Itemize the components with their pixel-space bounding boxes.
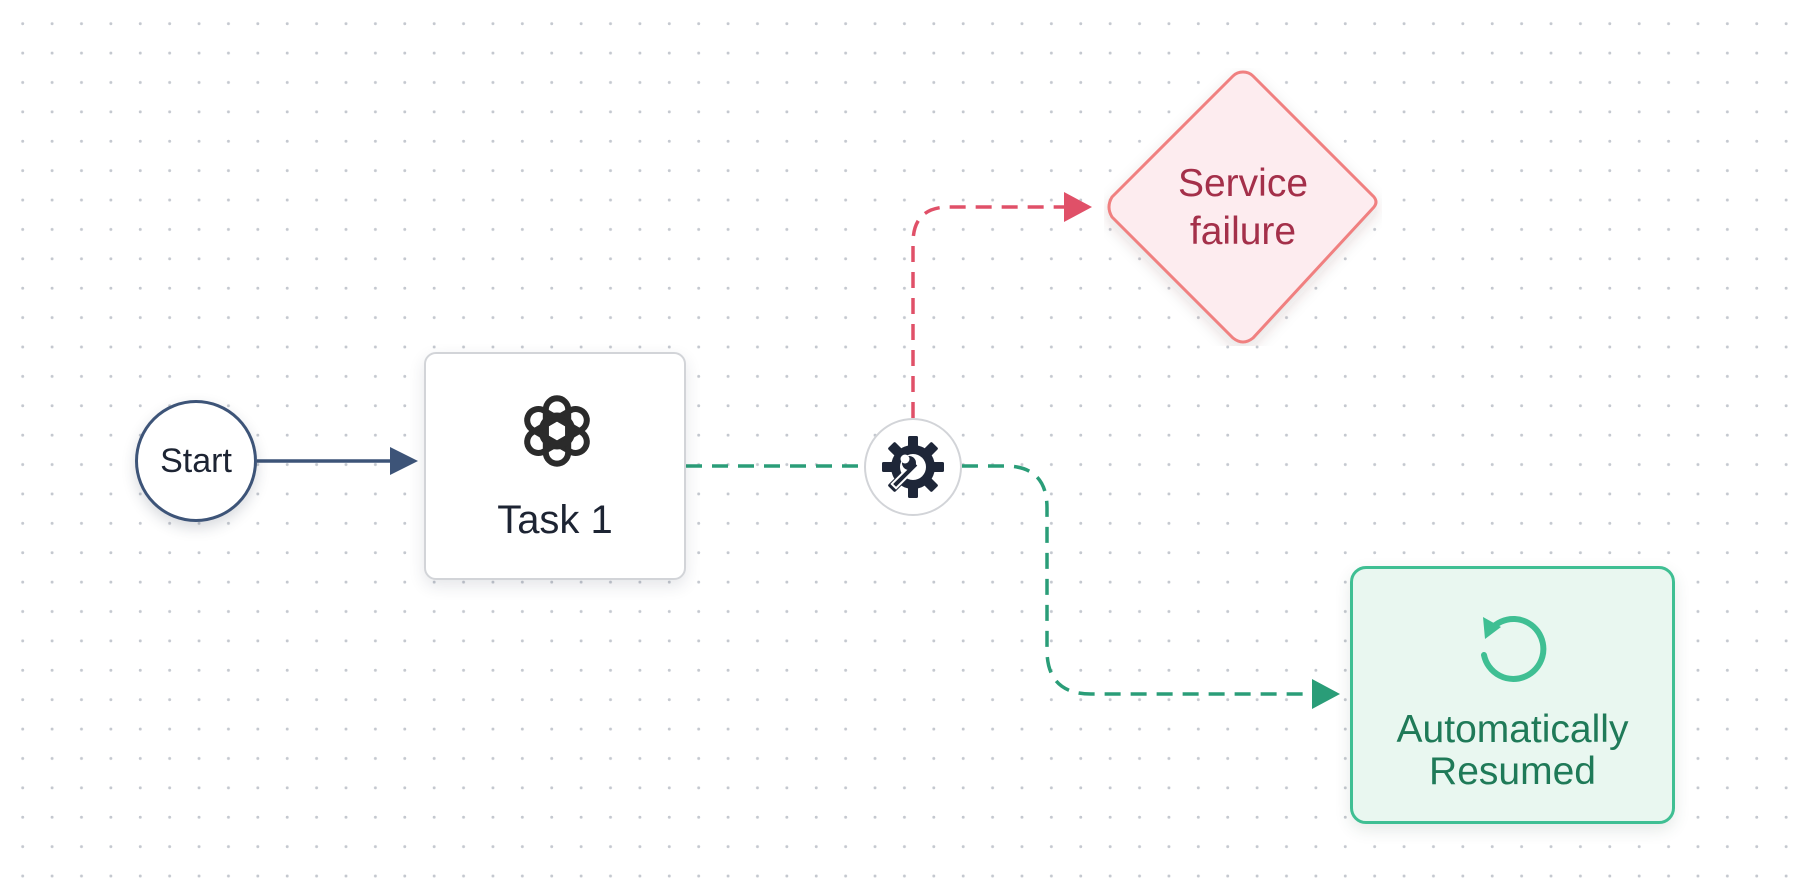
start-node-label: Start xyxy=(160,441,232,480)
service-failure-label: Service failure xyxy=(1104,160,1382,256)
edge-handler-to-resumed xyxy=(962,464,1340,709)
edge-start-to-task xyxy=(257,447,418,475)
diamond-shape xyxy=(1107,70,1378,344)
edge-handler-to-failure xyxy=(911,192,1092,418)
service-failure-node[interactable]: Service failure xyxy=(1104,68,1382,346)
refresh-icon xyxy=(1481,616,1547,682)
service-failure-label-line1: Service xyxy=(1177,162,1309,205)
task-node-label: Task 1 xyxy=(497,498,613,542)
gear-wrench-icon xyxy=(882,436,944,498)
handler-node[interactable] xyxy=(864,418,962,516)
openai-logo-icon xyxy=(524,395,590,467)
automatically-resumed-node[interactable]: Automatically Resumed xyxy=(1350,566,1675,824)
task-node[interactable]: Task 1 xyxy=(424,352,686,580)
automatically-resumed-label: Automatically Resumed xyxy=(1353,709,1672,793)
automatically-resumed-label-line1: Automatically xyxy=(1396,708,1629,751)
start-node[interactable]: Start xyxy=(135,400,257,522)
automatically-resumed-label-line2: Resumed xyxy=(1429,750,1596,793)
service-failure-label-line2: failure xyxy=(1189,210,1297,253)
